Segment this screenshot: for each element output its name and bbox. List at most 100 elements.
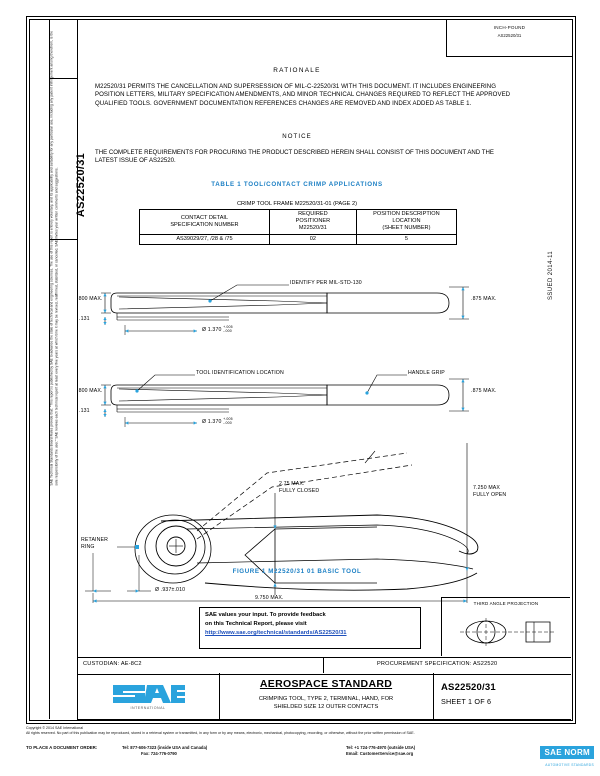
dim-label-800-max-1: .800 MAX. [77, 296, 103, 302]
revision-box-line2: AS22520/31 [497, 33, 522, 38]
page-footer: Copyright © 2014 SAE International All r… [26, 726, 574, 772]
feedback-url-link[interactable]: http://www.sae.org/technical/standards/A… [205, 630, 347, 636]
aerospace-standard-title: AEROSPACE STANDARD [259, 678, 393, 690]
dia-1370-tol-up-2: +.005 [223, 417, 233, 421]
table-header-positioner-l3: M22520/31 [298, 225, 327, 232]
sae-logo-subtitle: INTERNATIONAL [130, 706, 166, 710]
notice-heading: NOTICE [282, 133, 312, 140]
footer-copyright: Copyright © 2014 SAE International [26, 726, 83, 730]
sidebar-docnum-strip [49, 19, 78, 719]
technical-drawing-area: .800 MAX. .131 .875 MAX. IDENTIFY PER MI… [77, 263, 547, 603]
callout-tool-identification-location: TOOL IDENTIFICATION LOCATION [196, 370, 284, 376]
sae-logo-svg [113, 685, 185, 703]
procurement-spec-label: PROCUREMENT SPECIFICATION: AS22520 [377, 661, 498, 667]
dim-7250-value: 7.250 MAX [473, 485, 501, 491]
dia-1370-tol-lo-2: -.000 [223, 420, 232, 425]
footer-tel-international: Tel: +1 724-776-4970 (outside USA) [346, 745, 416, 750]
title-block-number-cell: AS22520/31 SHEET 1 OF 6 [433, 673, 571, 719]
custodian-label: CUSTODIAN: AE-8C2 [83, 661, 142, 667]
title-block-title-cell: AEROSPACE STANDARD CRIMPING TOOL, TYPE 2… [219, 673, 434, 719]
rationale-body: M22520/31 PERMITS THE CANCELLATION AND S… [95, 83, 511, 107]
callout-handle-grip: HANDLE GRIP [408, 370, 445, 376]
dim-label-800-max-2: .800 MAX. [77, 388, 103, 394]
dim-7250-fully-open: FULLY OPEN [473, 492, 507, 498]
footer-email: Email: CustomerService@sae.org [346, 751, 414, 756]
title-block-row-top [77, 657, 571, 675]
table-header-position-description-l1: POSITION DESCRIPTION [373, 211, 440, 217]
table-row: AS39029/27, /28 & /75 02 5 [139, 233, 458, 245]
sae-norm-badge: SAE NORM [540, 746, 594, 759]
dia-1370-tolerance-1: +.005 -.000 [223, 325, 233, 333]
notice-body: THE COMPLETE REQUIREMENTS FOR PROCURING … [95, 149, 494, 165]
third-angle-projection-icon [460, 618, 554, 646]
dim-275-fully-closed: FULLY CLOSED [279, 488, 320, 494]
table-header-contact-detail-l1: CONTACT DETAIL [180, 214, 229, 221]
sae-norm-subtitle: AUTOMOTIVE STANDARDS [545, 763, 594, 767]
revision-box: INCH-POUND AS22520/31 [446, 19, 572, 57]
feedback-line1: SAE values your input. To provide feedba… [205, 612, 326, 618]
table-cell-sheet: 5 [355, 233, 458, 245]
callout-retainer-line1: RETAINER [81, 537, 109, 543]
title-block-row-main [77, 673, 571, 720]
drawing-frame-outer [26, 16, 576, 724]
drawing-basic-tool [85, 443, 479, 603]
table-subtitle: CRIMP TOOL FRAME M22520/31-01 (PAGE 2) [236, 201, 358, 207]
callout-retainer-line2: RING [81, 544, 95, 550]
dim-275-value: 2.75 MAX. [279, 481, 305, 487]
table-header-row: CONTACT DETAIL SPECIFICATION NUMBER REQU… [139, 209, 458, 235]
table-cell-positioner: 02 [268, 233, 357, 245]
dim-label-131-1: .131 [79, 316, 90, 322]
document-description-line1: CRIMPING TOOL, TYPE 2, TERMINAL, HAND, F… [258, 696, 394, 702]
drawing-die-assembly-1 [101, 284, 469, 335]
table-header-positioner-l2: POSITIONER [295, 218, 331, 225]
document-description-line2: SHIELDED SIZE 12 OUTER CONTACTS [273, 704, 379, 710]
dim-label-9750-max: 9.750 MAX. [255, 595, 284, 601]
dim-label-131-2: .131 [79, 408, 90, 414]
rationale-heading: RATIONALE [273, 67, 321, 74]
table-header-position-description-l2: LOCATION [392, 218, 421, 225]
drawing-die-assembly-2 [101, 374, 469, 427]
table-header-contact-detail-l2: SPECIFICATION NUMBER [170, 221, 239, 228]
document-description: CRIMPING TOOL, TYPE 2, TERMINAL, HAND, F… [223, 695, 429, 711]
dia-1370-tol-up-1: +.005 [223, 325, 233, 329]
sae-logo-icon [111, 683, 185, 705]
dia-1370-tol-lo-1: -.000 [223, 328, 232, 333]
table-header-positioner-l1: REQUIRED [298, 211, 328, 217]
dim-label-dia-1370-1: Ø 1.370 +.005 -.000 [202, 325, 233, 333]
third-angle-projection-title: THIRD ANGLE PROJECTION [473, 601, 539, 606]
feedback-box: SAE values your input. To provide feedba… [199, 607, 421, 649]
footer-order-label: TO PLACE A DOCUMENT ORDER: [26, 745, 98, 750]
dim-label-7250-max: 7.250 MAX FULLY OPEN [473, 485, 506, 499]
table-header-position-description: POSITION DESCRIPTION LOCATION (SHEET NUM… [355, 209, 458, 235]
dia-1370-value-2: Ø 1.370 [202, 418, 222, 425]
callout-identify-per-mil-std: IDENTIFY PER MIL-STD-130 [290, 280, 362, 286]
document-number: AS22520/31 [441, 682, 496, 693]
document-sheet-number: SHEET 1 OF 6 [441, 697, 492, 706]
sidebar-docnum-cell: AS22520/31 [49, 78, 87, 240]
dia-1370-tolerance-2: +.005 -.000 [223, 417, 233, 425]
footer-tel-usa: Tel: 877-606-7323 (inside USA and Canada… [122, 745, 208, 750]
dim-label-875-max-1: .875 MAX. [471, 296, 497, 302]
table-header-position-description-l3: (SHEET NUMBER) [382, 225, 431, 232]
crimp-applications-table: CONTACT DETAIL SPECIFICATION NUMBER REQU… [139, 209, 458, 245]
title-block-divider [323, 657, 324, 673]
sidebar-legal-strip: SAE Technical Standards Board Rules prov… [29, 19, 58, 719]
title-block: CUSTODIAN: AE-8C2 PROCUREMENT SPECIFICAT… [77, 657, 571, 720]
figure-caption: FIGURE 1 M22520/31 01 BASIC TOOL [232, 568, 362, 575]
drawing-frame-inner [29, 19, 573, 721]
table-header-positioner: REQUIRED POSITIONER M22520/31 [268, 209, 357, 235]
sae-norm-watermark: SAE NORM AUTOMOTIVE STANDARDS [484, 746, 594, 772]
footer-fax: Fax: 724-776-0790 [141, 751, 177, 756]
feedback-line2: on this Technical Report, please visit [205, 621, 307, 627]
dim-label-275-max: 2.75 MAX. FULLY CLOSED [279, 481, 319, 495]
revision-box-line1: INCH-POUND [493, 25, 526, 30]
callout-retainer-ring: RETAINER RING [81, 537, 108, 551]
table-cell-contact-detail: AS39029/27, /28 & /75 [139, 233, 270, 245]
dim-label-dia-1370-2: Ø 1.370 +.005 -.000 [202, 417, 233, 425]
table-title: TABLE 1 TOOL/CONTACT CRIMP APPLICATIONS [211, 181, 383, 188]
footer-rights: All rights reserved. No part of this pub… [26, 731, 415, 735]
dia-1370-value-1: Ø 1.370 [202, 326, 222, 333]
table-header-contact-detail: CONTACT DETAIL SPECIFICATION NUMBER [139, 209, 270, 235]
dim-label-dia-937: Ø .937±.010 [155, 587, 186, 593]
